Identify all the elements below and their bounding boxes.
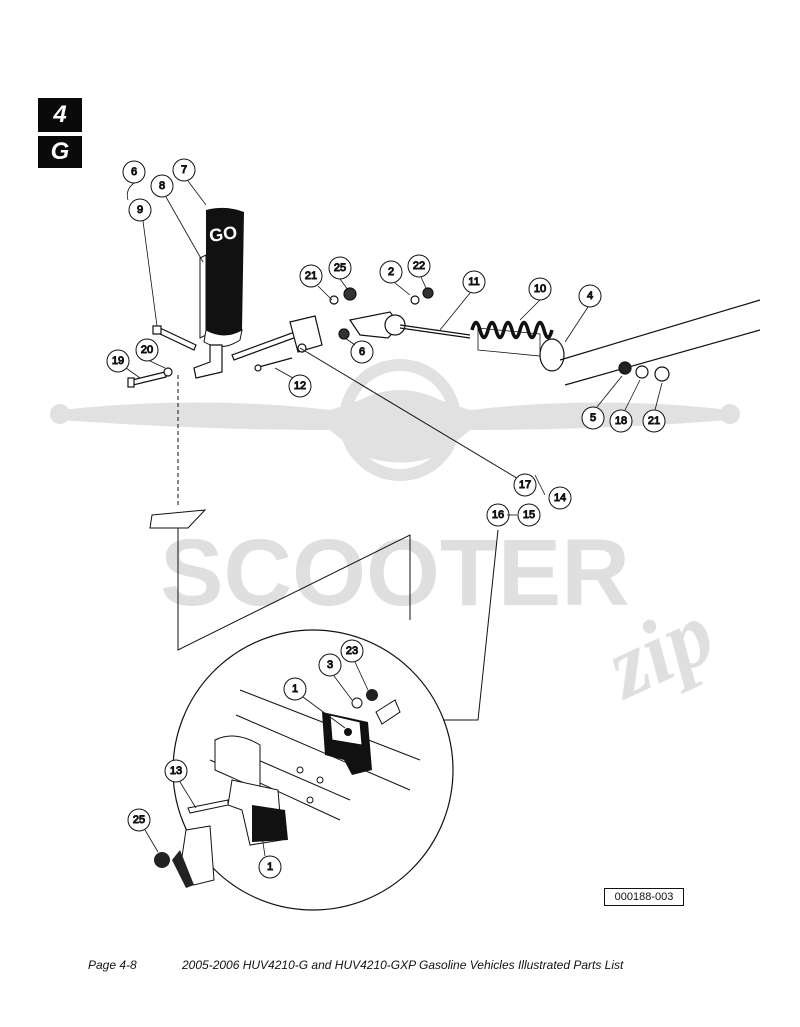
footer-page-number: Page 4-8: [88, 958, 137, 972]
accelerator-pedal: GO: [193, 207, 244, 379]
figure-id-box: 000188-003: [604, 888, 684, 906]
svg-text:3: 3: [327, 659, 333, 671]
callout-25-top: 25: [328, 256, 352, 280]
svg-text:19: 19: [112, 355, 124, 367]
callout-9: 8: [150, 174, 174, 198]
right-hardware: [559, 299, 761, 386]
svg-text:10: 10: [534, 283, 546, 295]
cable-spring-assembly: [329, 287, 565, 372]
callout-17: 16: [486, 503, 510, 527]
pedal-rod: [231, 315, 323, 372]
callout-8: 7: [172, 158, 196, 182]
callout-7: 6: [122, 160, 146, 184]
bolts: [127, 325, 197, 388]
callout-balloons: 6 7 8 9 19 20 21 25 2 22 11 10 4 6 12 5 …: [106, 158, 666, 879]
svg-text:23: 23: [346, 645, 358, 657]
callout-13: 12: [288, 374, 312, 398]
callout-1-bottom: 1: [258, 855, 282, 879]
callout-16: 15: [517, 503, 541, 527]
footer-document-title: 2005-2006 HUV4210-G and HUV4210-GXP Gaso…: [182, 958, 624, 972]
callout-12: 11: [462, 270, 486, 294]
svg-text:25: 25: [133, 814, 145, 826]
callout-2: 2: [379, 260, 403, 284]
callout-23: 23: [340, 639, 364, 663]
svg-text:16: 16: [492, 509, 504, 521]
svg-text:21: 21: [648, 415, 660, 427]
svg-text:18: 18: [615, 415, 627, 427]
pedal-label: GO: [208, 222, 239, 246]
svg-text:12: 12: [294, 380, 306, 392]
svg-text:2: 2: [388, 266, 394, 278]
callout-21-left: 20: [135, 338, 159, 362]
svg-text:8: 8: [159, 180, 165, 192]
svg-text:15: 15: [523, 509, 535, 521]
callout-5: 5: [581, 406, 605, 430]
callout-22: 21: [642, 409, 666, 433]
callout-10: 9: [128, 198, 152, 222]
leader-lines: [125, 180, 663, 857]
svg-text:9: 9: [137, 204, 143, 216]
callout-4: 4: [578, 284, 602, 308]
callout-15: 14: [548, 486, 572, 510]
svg-text:21: 21: [305, 270, 317, 282]
svg-text:20: 20: [141, 344, 153, 356]
svg-text:1: 1: [267, 861, 273, 873]
svg-text:11: 11: [468, 276, 479, 288]
callout-20: 19: [106, 349, 130, 373]
svg-text:22: 22: [413, 260, 425, 272]
callout-14: 13: [164, 759, 188, 783]
callout-25-bottom: 25: [127, 808, 151, 832]
watermark-brand: SCOOTER: [160, 520, 630, 626]
svg-text:4: 4: [587, 290, 593, 302]
svg-text:6: 6: [359, 346, 365, 358]
svg-text:14: 14: [554, 492, 566, 504]
callout-1-top: 1: [283, 677, 307, 701]
svg-text:6: 6: [131, 166, 137, 178]
callout-18: 17: [513, 473, 537, 497]
callout-19: 18: [609, 409, 633, 433]
callout-3: 3: [318, 653, 342, 677]
svg-text:7: 7: [181, 164, 187, 176]
svg-text:1: 1: [292, 683, 298, 695]
svg-text:25: 25: [334, 262, 346, 274]
section-number-tab: 4: [38, 98, 82, 132]
callout-6: 6: [350, 340, 374, 364]
callout-24: 22: [407, 254, 431, 278]
section-letter-tab: G: [38, 136, 82, 168]
svg-text:13: 13: [170, 765, 182, 777]
detail-inset: [154, 629, 454, 911]
svg-text:17: 17: [519, 479, 531, 491]
callout-21-right: 21: [299, 264, 323, 288]
svg-text:5: 5: [590, 412, 596, 424]
callout-11: 10: [528, 277, 552, 301]
